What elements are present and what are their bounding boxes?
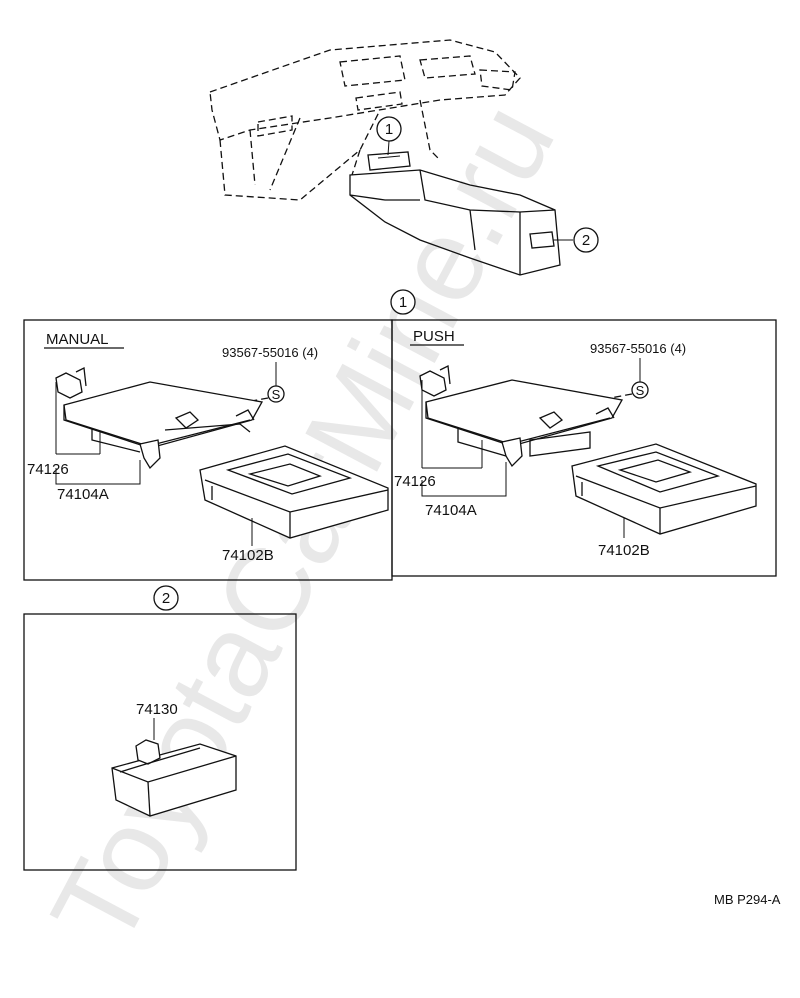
manual-part-74126: 74126 (27, 461, 69, 478)
panel-rear (23, 613, 297, 871)
svg-text:S: S (272, 387, 281, 402)
manual-part-74102B: 74102B (222, 547, 274, 564)
rear-ashtray (111, 739, 237, 817)
panel-manual-title: MANUAL (46, 331, 109, 348)
svg-text:2: 2 (582, 232, 590, 249)
push-part-74104A: 74104A (425, 502, 477, 519)
manual-ashtray-bracket (55, 367, 264, 470)
rear-part-74130: 74130 (136, 701, 178, 718)
manual-screw-part: 93567-55016 (4) (222, 345, 318, 360)
overview-callout-2: 2 (573, 227, 599, 253)
panel-push-title: PUSH (413, 328, 455, 345)
push-ashtray-bracket (419, 365, 624, 468)
overview-callout-1: 1 (376, 116, 402, 142)
manual-screw-symbol: S (267, 385, 285, 403)
push-screw-symbol: S (631, 381, 649, 399)
push-part-74102B: 74102B (598, 542, 650, 559)
svg-text:S: S (636, 383, 645, 398)
diagram-code: MB P294-A (714, 892, 781, 907)
svg-text:1: 1 (385, 121, 393, 138)
svg-text:2: 2 (162, 590, 170, 607)
svg-text:1: 1 (399, 294, 407, 311)
manual-ashtray-tray (199, 445, 389, 539)
section-callout-1: 1 (390, 289, 416, 315)
push-part-74126: 74126 (394, 473, 436, 490)
manual-part-74104A: 74104A (57, 486, 109, 503)
dashboard-overview (209, 39, 573, 276)
push-screw-part: 93567-55016 (4) (590, 341, 686, 356)
panel-push (391, 319, 777, 577)
push-ashtray-tray (571, 443, 757, 535)
section-callout-2: 2 (153, 585, 179, 611)
